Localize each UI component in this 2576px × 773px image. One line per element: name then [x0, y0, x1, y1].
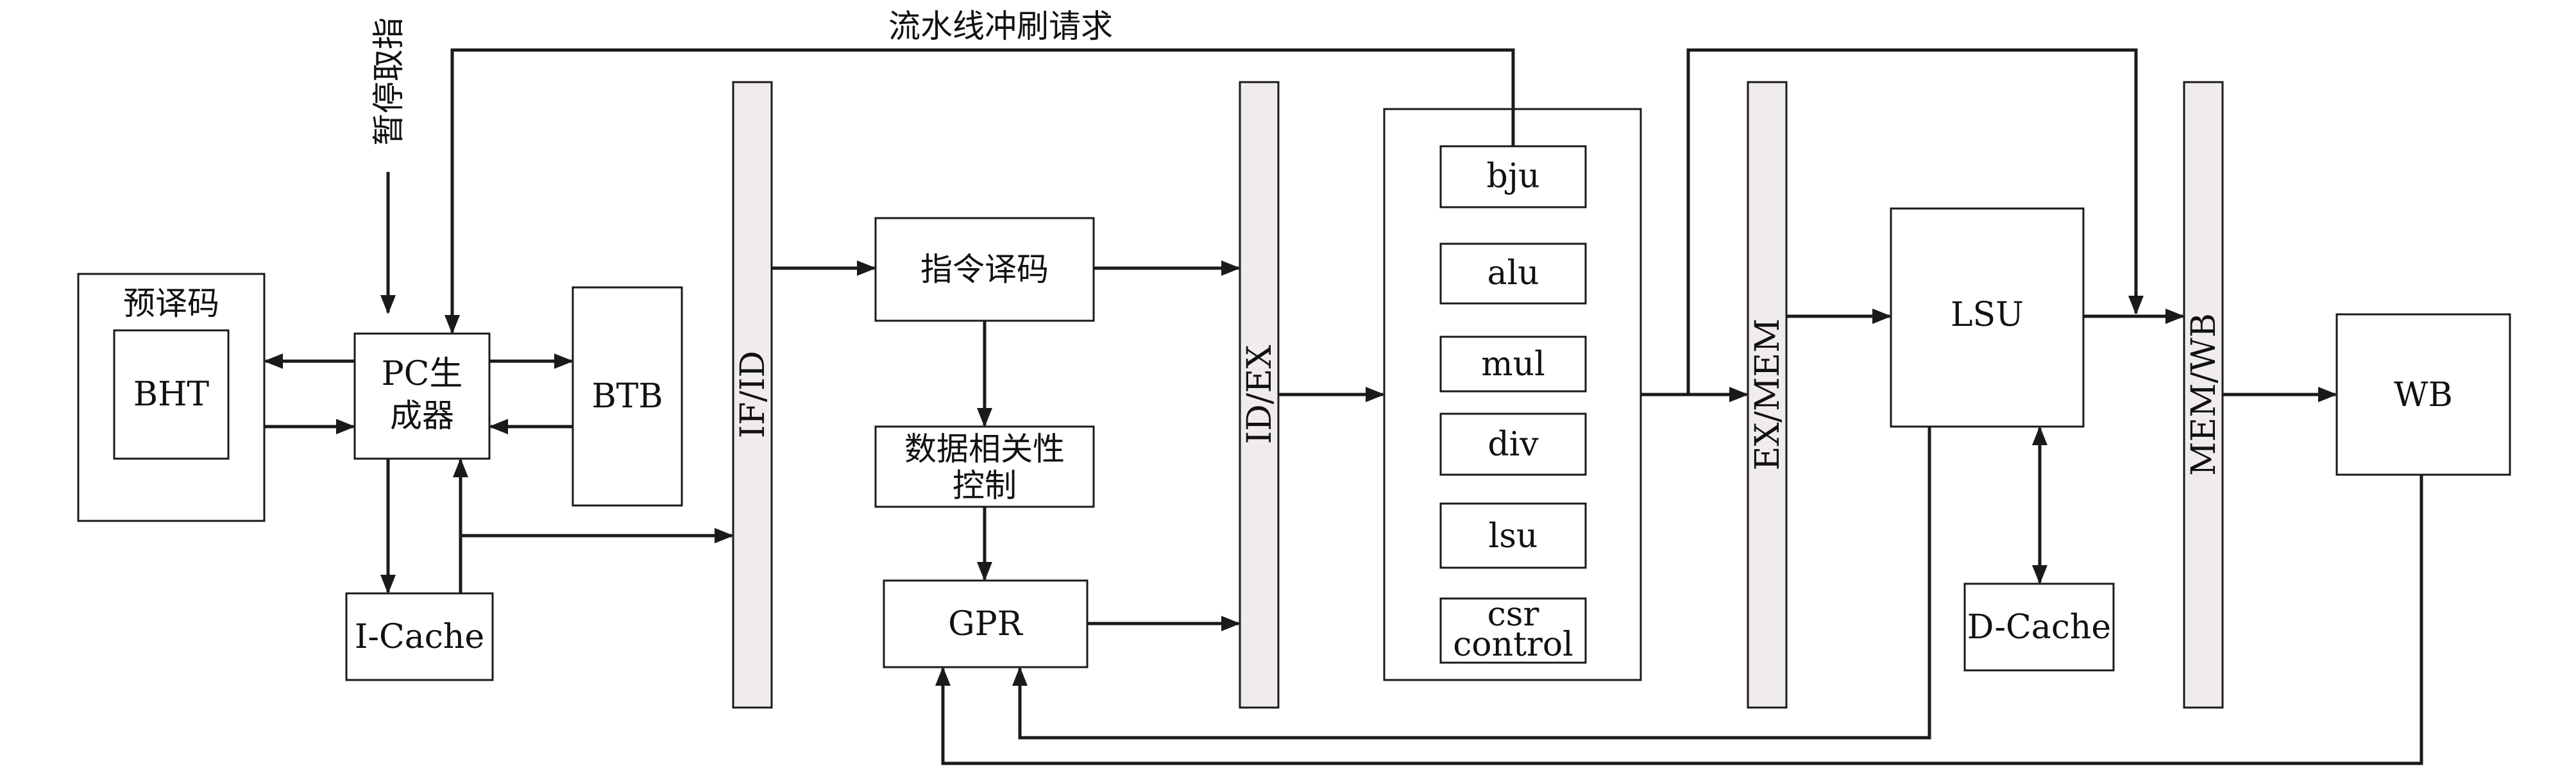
wb-label: WB	[2394, 376, 2453, 414]
wb-box	[2335, 313, 2511, 476]
icache-label: I-Cache	[355, 618, 484, 656]
decode-label: 指令译码	[920, 251, 1049, 288]
csr-control-label-1: csr	[1487, 595, 1539, 634]
bht-label: BHT	[133, 375, 210, 414]
stall-fetch-label: 暂停取指	[370, 17, 407, 146]
gpr-box	[883, 579, 1089, 668]
csr-control-label-2: control	[1453, 625, 1573, 664]
div-label: div	[1487, 425, 1539, 464]
if-id-register	[732, 81, 773, 709]
dependency-control-label-2: 控制	[953, 467, 1017, 504]
id-ex-register	[1239, 81, 1280, 709]
alu-box	[1439, 242, 1587, 305]
btb-label: BTB	[591, 377, 663, 416]
wb-writeback-wire	[935, 475, 2423, 765]
ex-mem-label: EX/MEM	[1749, 319, 1787, 471]
lsu-unit-box	[1439, 502, 1587, 569]
mul-label: mul	[1481, 345, 1545, 384]
mem-wb-label: MEM/WB	[2185, 313, 2223, 476]
csr-control-box	[1439, 597, 1587, 664]
if-id-label: IF/ID	[734, 351, 772, 438]
alu-label: alu	[1487, 254, 1539, 293]
bht-box	[113, 329, 230, 460]
dcache-label: D-Cache	[1967, 608, 2111, 647]
bju-box	[1439, 145, 1587, 208]
exec-bypass-wire	[1686, 48, 2144, 395]
lsu-writeback-wire	[1012, 427, 1931, 740]
icache-box	[345, 592, 494, 681]
btb-box	[572, 286, 683, 507]
lsu-label: LSU	[1951, 296, 2024, 334]
dependency-control-label-1: 数据相关性	[904, 430, 1065, 468]
flush-request-wire	[445, 48, 1515, 334]
lsu-unit-label: lsu	[1489, 517, 1538, 556]
pc-generator-box	[353, 332, 491, 460]
id-ex-label: ID/EX	[1241, 345, 1279, 445]
mem-wb-register	[2183, 81, 2224, 709]
predecode-label: 预译码	[123, 285, 219, 322]
mul-box	[1439, 336, 1587, 393]
bju-label: bju	[1487, 157, 1540, 196]
flush-request-label: 流水线冲刷请求	[888, 8, 1113, 45]
div-box	[1439, 412, 1587, 476]
decode-box	[874, 217, 1095, 322]
dcache-box	[1963, 582, 2115, 672]
pc-generator-label-2: 成器	[390, 397, 454, 434]
pc-generator-label-1: PC生	[382, 355, 463, 393]
gpr-label: GPR	[948, 605, 1024, 643]
